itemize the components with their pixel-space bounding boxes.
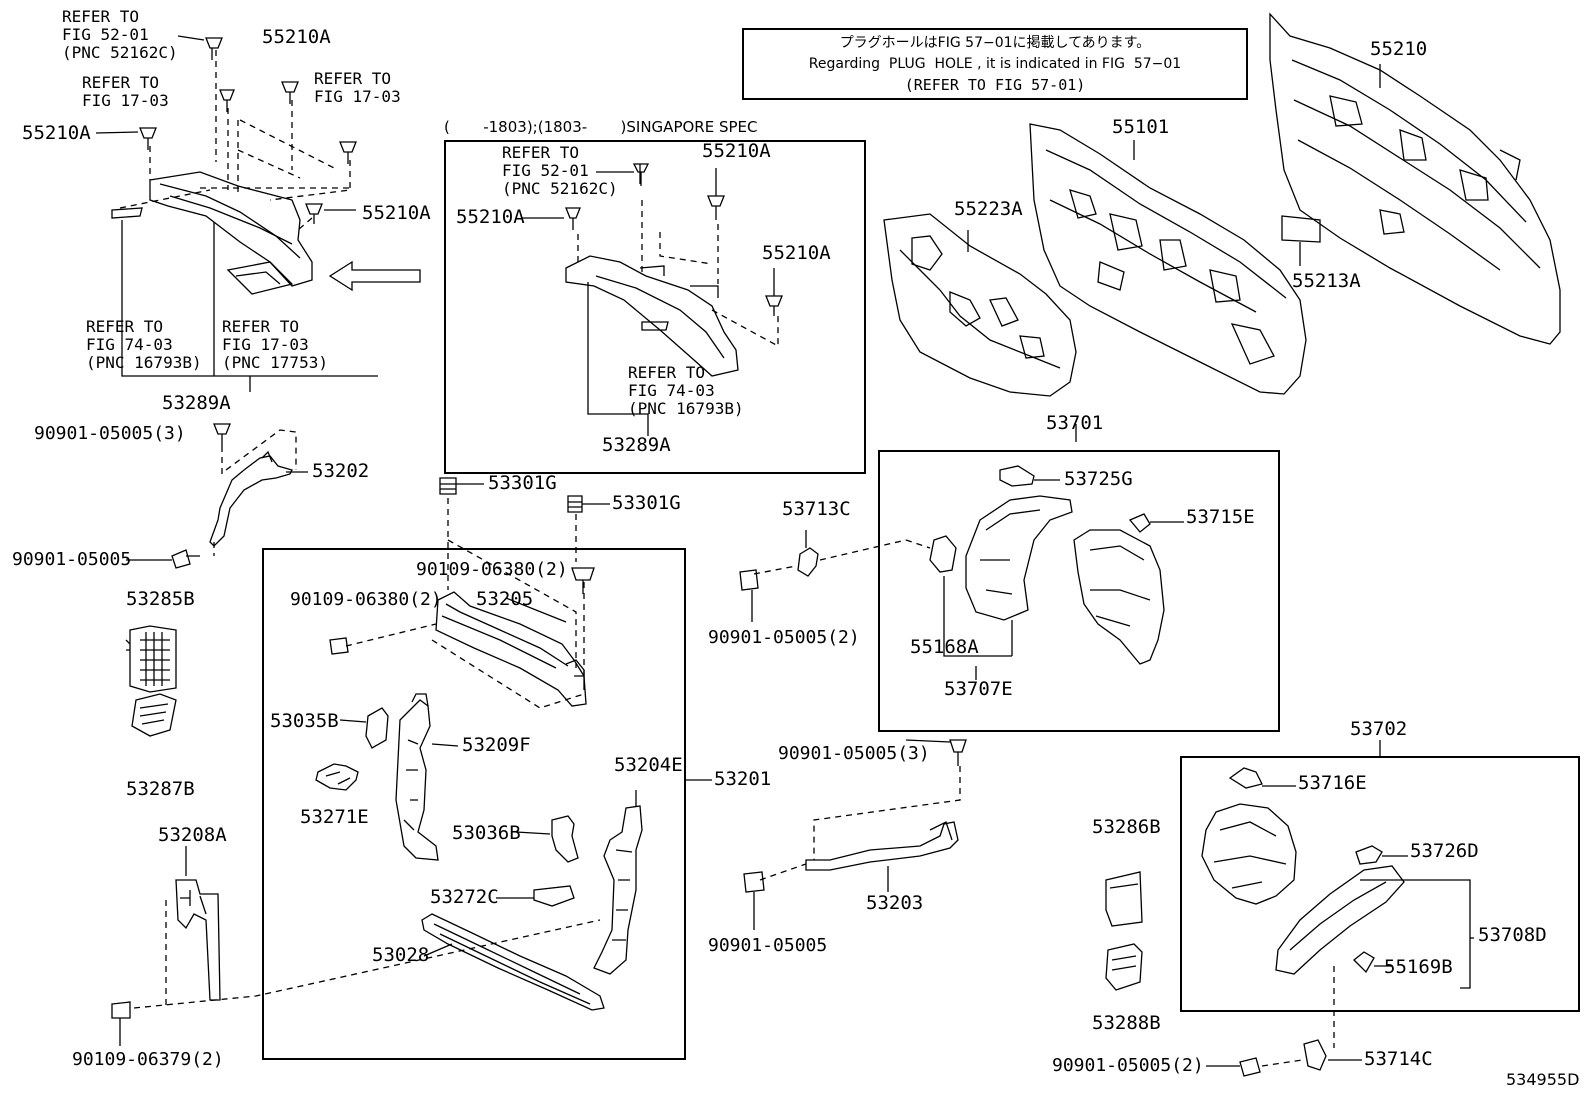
refer-label-fig74-03-a[interactable]: REFER TO FIG 74-03 (PNC 16793B): [86, 317, 202, 372]
part-53725G[interactable]: 53725G: [1064, 468, 1133, 490]
part-55210[interactable]: 55210: [1370, 38, 1428, 60]
part-53272C[interactable]: 53272C: [430, 886, 499, 908]
part-90109-06379-2[interactable]: 90109-06379(2): [72, 1049, 224, 1070]
part-53289A[interactable]: 53289A: [162, 392, 231, 414]
part-90901-05005-2[interactable]: 90901-05005(2): [1052, 1055, 1204, 1076]
part-53708D[interactable]: 53708D: [1478, 924, 1547, 946]
plug-hole-notice: プラグホールはFIG 57−01に掲載してあります。 Regarding PLU…: [742, 28, 1248, 100]
dash-silencer-55210-drawing: [1269, 12, 1561, 345]
part-53701[interactable]: 53701: [1046, 412, 1104, 434]
part-55223A[interactable]: 55223A: [954, 198, 1023, 220]
part-53203[interactable]: 53203: [866, 892, 924, 914]
part-53716E[interactable]: 53716E: [1298, 772, 1367, 794]
part-53702[interactable]: 53702: [1350, 718, 1408, 740]
refer-label-fig17-03-c[interactable]: REFER TO FIG 17-03 (PNC 17753): [222, 317, 328, 372]
part-55210A[interactable]: 55210A: [762, 242, 831, 264]
part-53289A[interactable]: 53289A: [602, 434, 671, 456]
part-90901-05005-3[interactable]: 90901-05005(3): [34, 423, 186, 444]
part-53208A[interactable]: 53208A: [158, 824, 227, 846]
part-55210A[interactable]: 55210A: [22, 122, 91, 144]
dash-insulator-55223a-drawing: [883, 213, 1077, 397]
part-53209F[interactable]: 53209F: [462, 734, 531, 756]
part-53707E[interactable]: 53707E: [944, 678, 1013, 700]
part-53028[interactable]: 53028: [372, 944, 430, 966]
part-53713C[interactable]: 53713C: [782, 498, 851, 520]
cowl-top-assembly-drawing: [95, 35, 421, 392]
radiator-support-drawing: [315, 477, 712, 1011]
part-90109-06380-2[interactable]: 90109-06380(2): [290, 589, 442, 610]
refer-label-fig74-03-b[interactable]: REFER TO FIG 74-03 (PNC 16793B): [628, 363, 744, 418]
refer-label-fig17-03-b[interactable]: REFER TO FIG 17-03: [314, 69, 401, 106]
refer-label-fig52-01-b[interactable]: REFER TO FIG 52-01 (PNC 52162C): [502, 143, 618, 198]
part-55213A[interactable]: 55213A: [1292, 270, 1361, 292]
notice-line-refer: (REFER TO FIG 57-01): [904, 76, 1086, 94]
part-53285B[interactable]: 53285B: [126, 588, 195, 610]
part-53035B[interactable]: 53035B: [270, 710, 339, 732]
notice-line-japanese: プラグホールはFIG 57−01に掲載してあります。: [839, 35, 1151, 51]
apron-53702-drawing: [1201, 740, 1474, 1077]
part-55210A[interactable]: 55210A: [702, 140, 771, 162]
part-90901-05005[interactable]: 90901-05005: [12, 549, 132, 570]
part-53287B[interactable]: 53287B: [126, 778, 195, 800]
part-53288B[interactable]: 53288B: [1092, 1012, 1161, 1034]
seal-53285b-53287b-drawing: [125, 625, 177, 737]
seal-53286b-53288b-drawing: [1105, 871, 1143, 991]
apron-box-53702: [1180, 756, 1580, 1012]
part-55210A[interactable]: 55210A: [262, 26, 331, 48]
bracket-53202-drawing: [126, 423, 308, 569]
part-90901-05005[interactable]: 90901-05005: [708, 935, 828, 956]
notice-line-english: Regarding PLUG HOLE , it is indicated in…: [808, 56, 1182, 72]
singapore-spec-caption: ( -1803);(1803- )SINGAPORE SPEC: [444, 118, 758, 136]
part-53036B[interactable]: 53036B: [452, 822, 521, 844]
bracket-53208a-drawing: [111, 846, 601, 1046]
part-53204E[interactable]: 53204E: [614, 754, 683, 776]
bracket-53713c-drawing: [739, 530, 907, 622]
part-55210A[interactable]: 55210A: [362, 202, 431, 224]
part-53715E[interactable]: 53715E: [1186, 506, 1255, 528]
refer-label-fig52-01[interactable]: REFER TO FIG 52-01 (PNC 52162C): [62, 7, 178, 62]
refer-label-fig17-03-a[interactable]: REFER TO FIG 17-03: [82, 73, 169, 110]
figure-id: 534955D: [1506, 1070, 1580, 1089]
brace-53203-drawing: [743, 739, 967, 930]
part-53301G[interactable]: 53301G: [488, 472, 557, 494]
part-90901-05005-3[interactable]: 90901-05005(3): [778, 743, 930, 764]
part-90901-05005-2[interactable]: 90901-05005(2): [708, 627, 860, 648]
part-55168A[interactable]: 55168A: [910, 636, 979, 658]
singapore-cowl-drawing: [521, 163, 783, 436]
part-53202[interactable]: 53202: [312, 460, 370, 482]
part-53201[interactable]: 53201: [714, 768, 772, 790]
radiator-support-box-53201: [262, 548, 686, 1060]
part-55101[interactable]: 55101: [1112, 116, 1170, 138]
apron-53701-drawing: [905, 424, 1184, 680]
part-53714C[interactable]: 53714C: [1364, 1048, 1433, 1070]
part-53205[interactable]: 53205: [476, 588, 534, 610]
part-55210A[interactable]: 55210A: [456, 206, 525, 228]
part-53301G[interactable]: 53301G: [612, 492, 681, 514]
part-53271E[interactable]: 53271E: [300, 806, 369, 828]
part-90109-06380-2[interactable]: 90109-06380(2): [416, 559, 568, 580]
part-53726D[interactable]: 53726D: [1410, 840, 1479, 862]
part-55169B[interactable]: 55169B: [1384, 956, 1453, 978]
part-53286B[interactable]: 53286B: [1092, 816, 1161, 838]
dash-panel-55101-drawing: [1029, 123, 1307, 395]
apron-box-53701: [878, 450, 1280, 732]
singapore-spec-box: [444, 140, 866, 474]
